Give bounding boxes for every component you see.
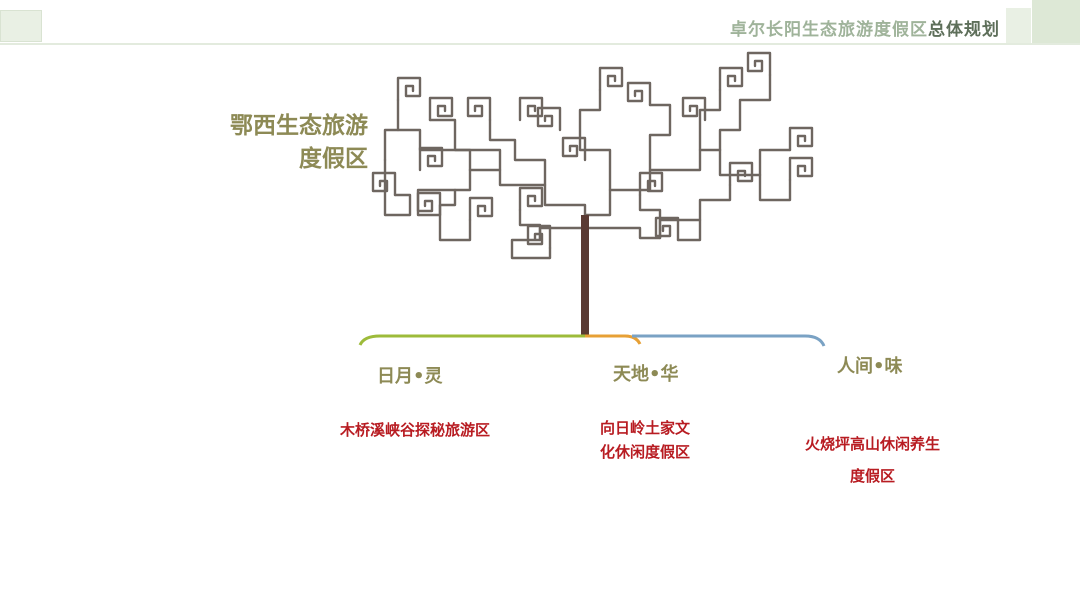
- root-branch-left: [358, 334, 585, 346]
- zone-name-xiangriling-line1: 向日岭土家文: [599, 419, 690, 437]
- branch-label-tiandi: 天地•华: [613, 364, 679, 385]
- header-decor-right: [1006, 8, 1031, 43]
- tree-canopy: [371, 51, 814, 260]
- header-title-light: 卓尔长阳生态旅游度假区: [730, 20, 928, 40]
- header-title-strong: 总体规划: [928, 20, 1000, 40]
- header-decor-left: [0, 10, 42, 42]
- root-branch-middle: [585, 334, 642, 345]
- tree-trunk: [581, 215, 589, 337]
- tree-title-line2: 度假区: [299, 146, 368, 172]
- root-branch-right: [632, 334, 826, 347]
- tree-title: 鄂西生态旅游 度假区: [200, 110, 368, 176]
- header-title: 卓尔长阳生态旅游度假区总体规划: [730, 15, 1000, 40]
- tree-title-line1: 鄂西生态旅游: [230, 113, 368, 139]
- zone-name-muqiaoxi: 木桥溪峡谷探秘旅游区: [320, 418, 510, 442]
- zone-name-huoshaoping: 火烧坪高山休闲养生 度假区: [780, 428, 965, 492]
- header-decor-right-block: [1032, 0, 1080, 44]
- zone-name-xiangriling-line2: 化休闲度假区: [599, 443, 690, 461]
- header-rule: [0, 43, 1080, 45]
- zone-name-huoshaoping-line1: 火烧坪高山休闲养生: [804, 435, 940, 453]
- branch-label-renjian: 人间•味: [837, 356, 903, 377]
- zone-name-xiangriling: 向日岭土家文 化休闲度假区: [580, 416, 710, 464]
- zone-name-huoshaoping-line2: 度假区: [849, 467, 895, 485]
- branch-label-riyue: 日月•灵: [377, 366, 443, 387]
- zone-name-muqiaoxi-line1: 木桥溪峡谷探秘旅游区: [339, 421, 490, 439]
